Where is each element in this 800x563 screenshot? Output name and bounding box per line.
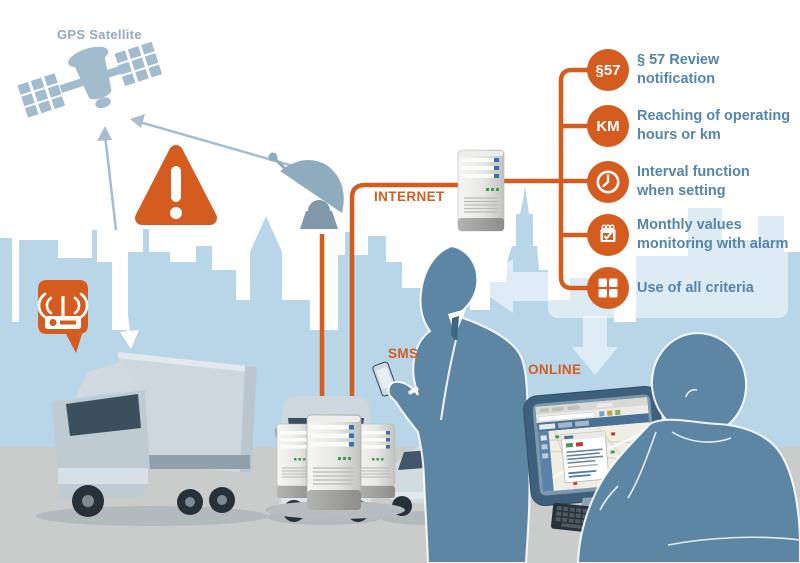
truck-illustration bbox=[36, 352, 268, 526]
feature-text-interval: Interval function when setting bbox=[637, 164, 750, 199]
km-badge: KM bbox=[587, 105, 629, 147]
feature-text-review: § 57 Review notification bbox=[637, 52, 720, 87]
gps-satellite-illustration bbox=[17, 41, 163, 118]
warning-triangle-icon bbox=[135, 145, 217, 225]
internet-label: INTERNET bbox=[374, 189, 445, 204]
sms-label: SMS bbox=[388, 346, 419, 361]
clock-icon bbox=[596, 170, 620, 194]
gps-satellite-label: GPS Satellite bbox=[57, 27, 142, 42]
satellite-dish-illustration bbox=[268, 152, 344, 229]
feature-text-hours-km: Reaching of operating hours or km bbox=[637, 108, 791, 143]
calendar-check-icon bbox=[600, 224, 616, 242]
clock-badge bbox=[587, 161, 629, 203]
internet-server-illustration bbox=[457, 149, 505, 232]
transmitter-icon bbox=[37, 292, 89, 329]
feature-text-criteria: Use of all criteria bbox=[637, 280, 754, 296]
operator-silhouette bbox=[576, 332, 800, 563]
signal-arrow-truck-satellite bbox=[97, 126, 139, 349]
km-badge-text: KM bbox=[596, 117, 620, 135]
feature-text-monthly: Monthly values monitoring with alarm bbox=[637, 217, 789, 252]
section-57-badge: §57 bbox=[587, 49, 629, 91]
left-arrow bbox=[474, 259, 553, 313]
tracker-speech-bubble bbox=[37, 280, 89, 353]
online-label: ONLINE bbox=[528, 362, 582, 377]
down-arrow bbox=[572, 316, 618, 375]
server-rack-illustration bbox=[265, 414, 405, 519]
phone-user-silhouette bbox=[372, 244, 531, 563]
grid-icon bbox=[598, 278, 618, 298]
calendar-badge bbox=[587, 214, 629, 256]
connector-lines bbox=[319, 67, 590, 410]
section-57-badge-text: §57 bbox=[595, 61, 621, 79]
grid-badge bbox=[587, 267, 629, 309]
